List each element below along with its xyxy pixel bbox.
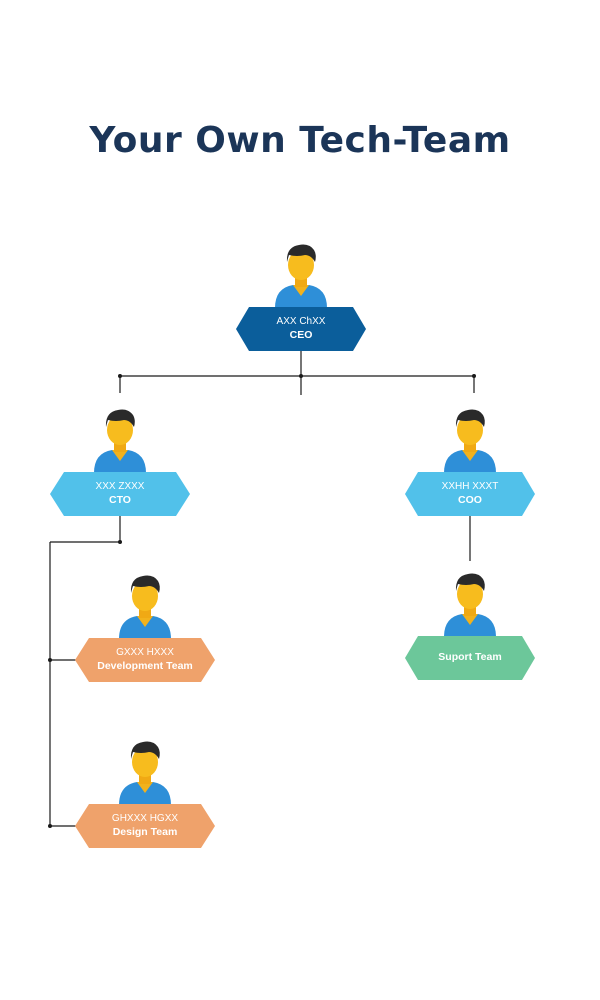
- junction-dot: [48, 658, 52, 662]
- node-label: AXX ChXX CEO: [236, 307, 366, 351]
- person-avatar-icon: [90, 403, 150, 473]
- junction-dot: [299, 374, 303, 378]
- node-role: Development Team: [97, 659, 193, 672]
- node-role: CEO: [289, 328, 313, 341]
- node-label: GXXX HXXX Development Team: [75, 638, 215, 682]
- node-name: GXXX HXXX: [116, 647, 174, 659]
- node-label: Suport Team: [405, 636, 535, 680]
- node-support-team: Suport Team: [405, 567, 535, 680]
- person-avatar-icon: [440, 403, 500, 473]
- node-name: AXX ChXX: [276, 316, 326, 328]
- node-role: COO: [458, 493, 482, 506]
- node-role: Design Team: [112, 825, 178, 838]
- page-title: Your Own Tech-Team: [89, 120, 511, 161]
- node-coo: XXHH XXXT COO: [405, 403, 535, 516]
- person-avatar-icon: [271, 238, 331, 308]
- node-role: Suport Team: [438, 651, 502, 664]
- person-avatar-icon: [440, 567, 500, 637]
- node-design-team: GHXXX HGXX Design Team: [75, 735, 215, 848]
- person-avatar-icon: [115, 569, 175, 639]
- junction-dot: [118, 540, 122, 544]
- node-development-team: GXXX HXXX Development Team: [75, 569, 215, 682]
- node-ceo: AXX ChXX CEO: [236, 238, 366, 351]
- node-name: XXHH XXXT: [441, 481, 499, 493]
- junction-dot: [118, 374, 122, 378]
- node-label: XXHH XXXT COO: [405, 472, 535, 516]
- junction-dot: [472, 374, 476, 378]
- node-name: XXX ZXXX: [95, 481, 145, 493]
- node-label: XXX ZXXX CTO: [50, 472, 190, 516]
- node-label: GHXXX HGXX Design Team: [75, 804, 215, 848]
- node-cto: XXX ZXXX CTO: [50, 403, 190, 516]
- junction-dot: [48, 824, 52, 828]
- node-name: GHXXX HGXX: [111, 813, 179, 825]
- node-role: CTO: [109, 493, 131, 506]
- person-avatar-icon: [115, 735, 175, 805]
